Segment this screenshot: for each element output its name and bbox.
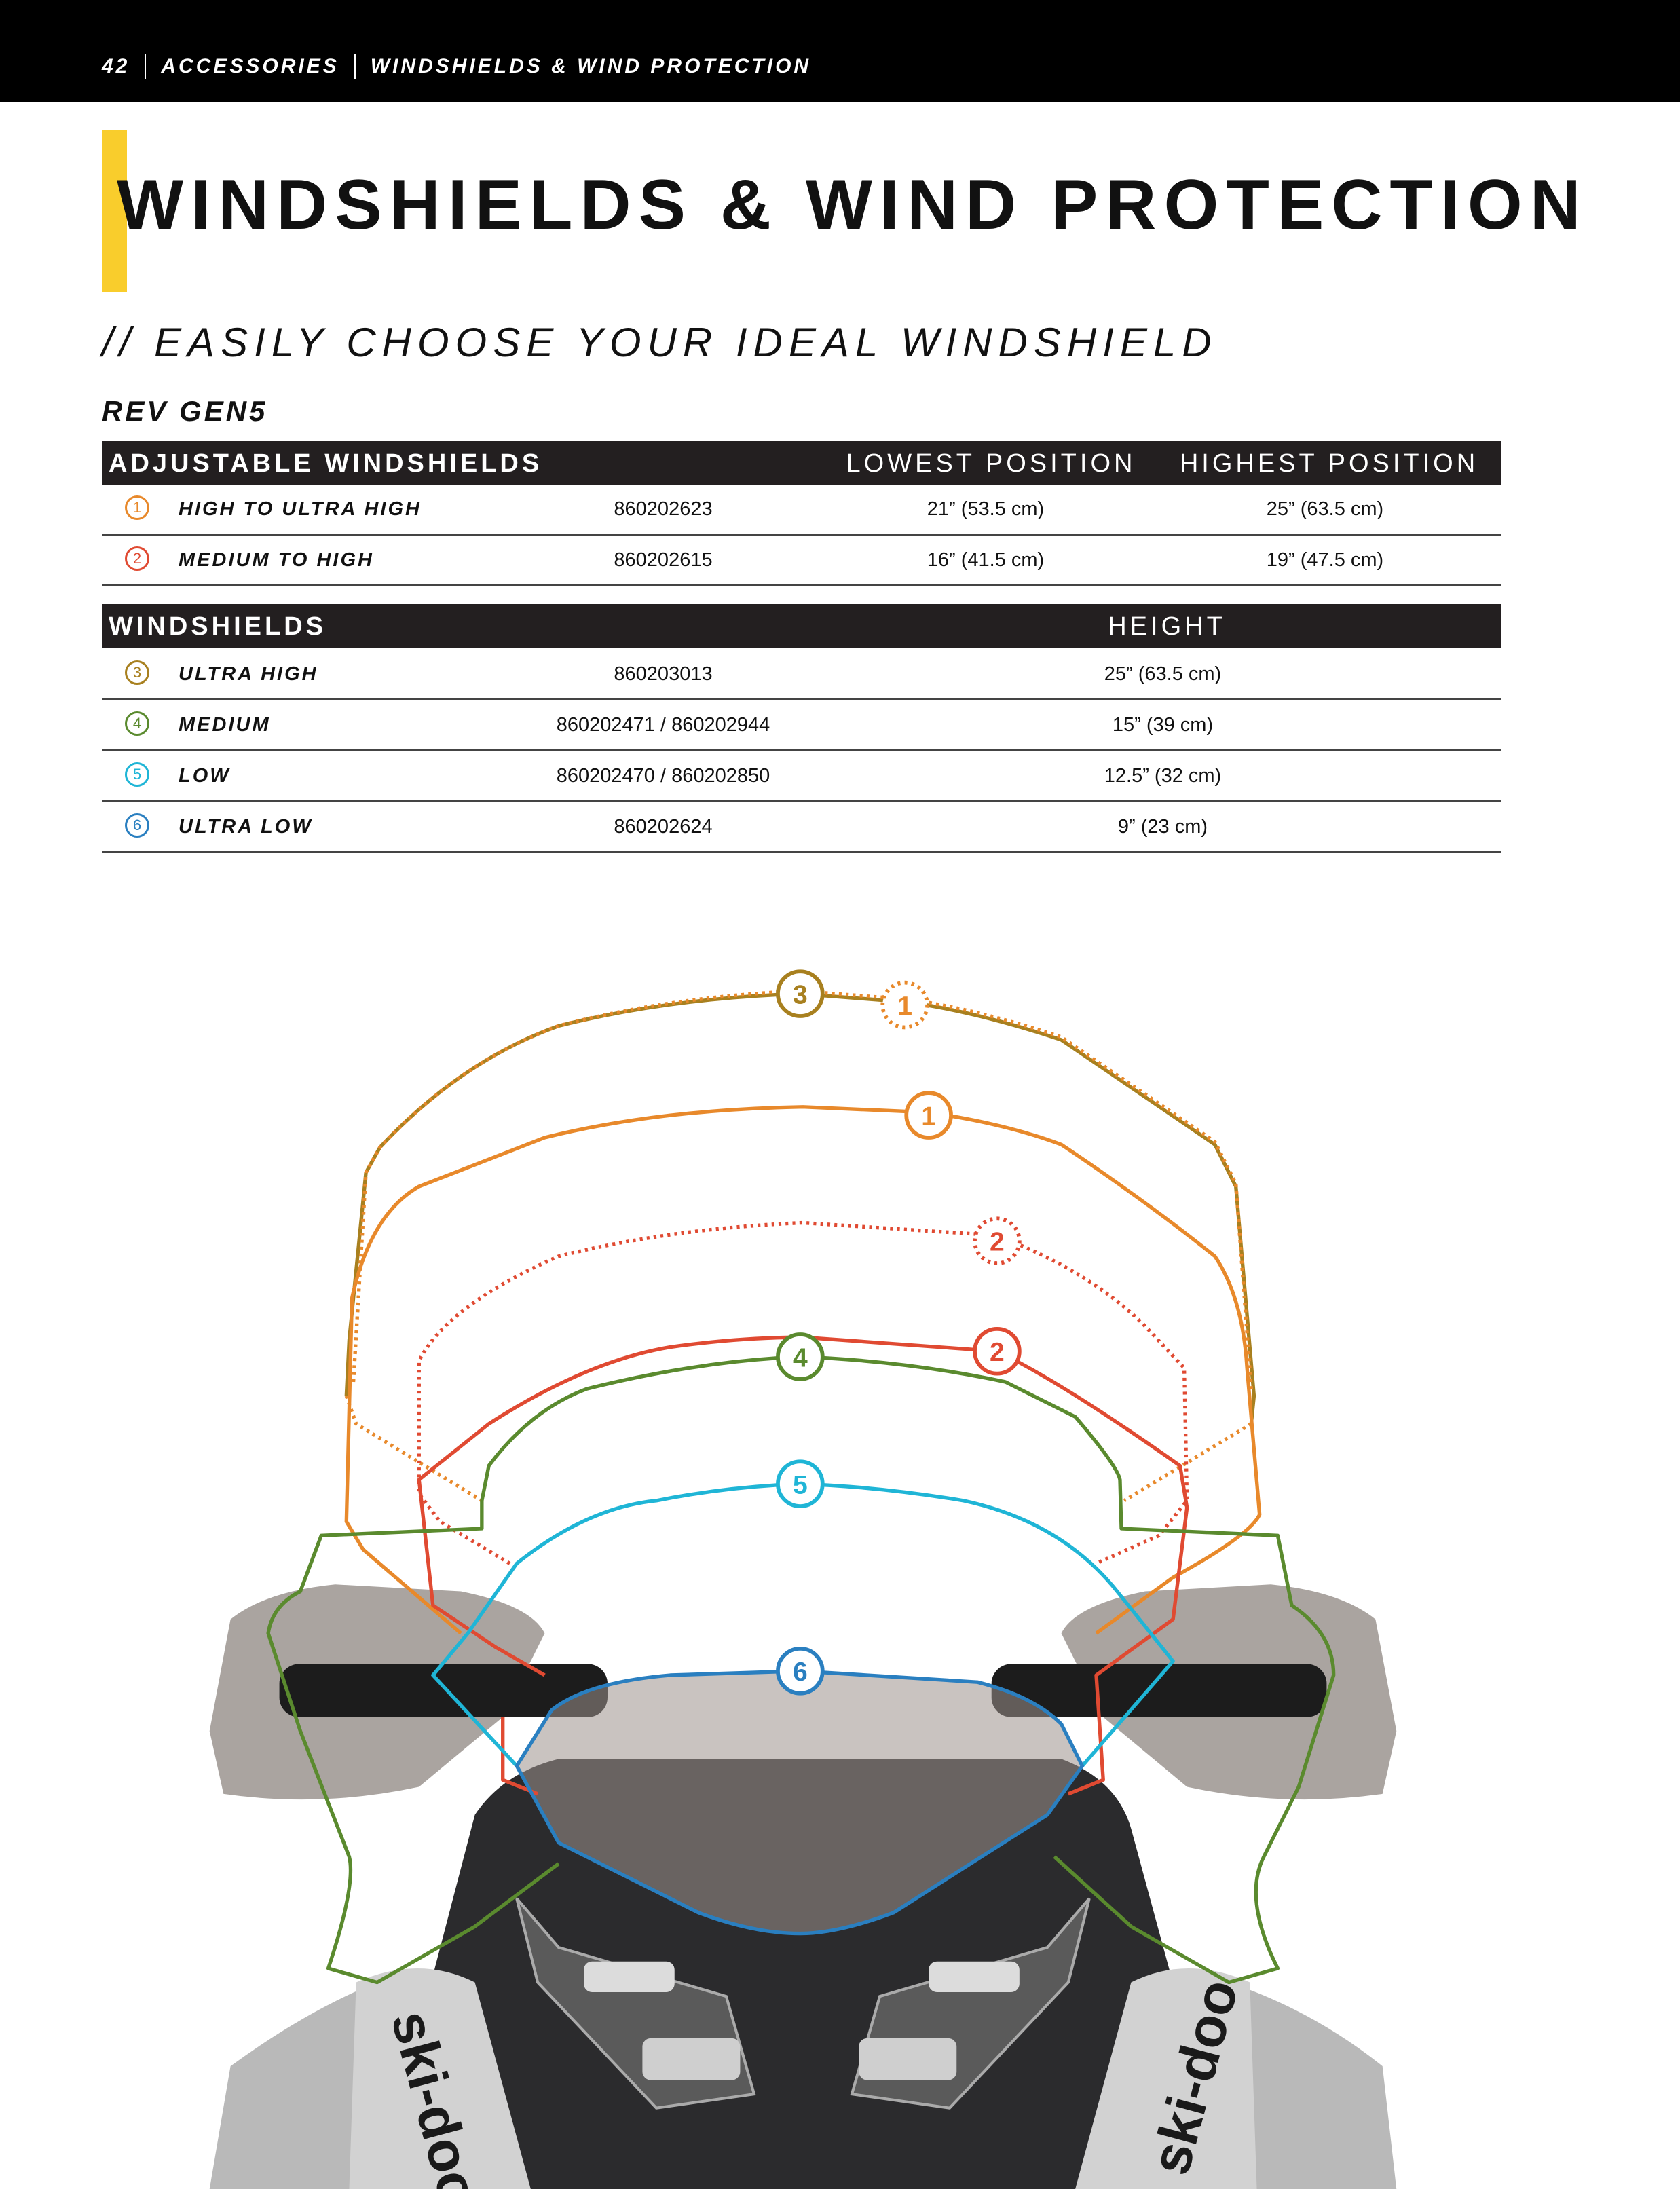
windshield-name: HIGH TO ULTRA HIGH: [179, 498, 422, 520]
marker-circle-icon: [776, 969, 825, 1018]
windshields-table-header: WINDSHIELDS HEIGHT: [102, 604, 1501, 648]
table-row: 5 LOW 860202470 / 860202850 12.5” (32 cm): [102, 750, 1501, 802]
windshield-name: MEDIUM: [179, 714, 271, 736]
table-row: 6 ULTRA LOW 860202624 9” (23 cm): [102, 801, 1501, 853]
number-badge-icon: 4: [125, 711, 149, 736]
marker-label: 3: [793, 981, 808, 1010]
marker-1-raised: 1: [880, 980, 929, 1030]
table-row: 4 MEDIUM 860202471 / 860202944 15” (39 cm): [102, 699, 1501, 751]
number-badge-icon: 3: [125, 660, 149, 685]
part-number: 860202471 / 860202944: [556, 714, 770, 736]
outline-high-to-ultra-high-raised: [351, 989, 1253, 1389]
part-number: 860203013: [614, 663, 713, 685]
model-heading: REV GEN5: [102, 395, 268, 427]
right-handlebar-grip: [991, 1664, 1327, 1717]
marker-2: 2: [973, 1326, 1022, 1376]
fog-left: [642, 2038, 741, 2080]
right-cowl: [1075, 1968, 1257, 2189]
breadcrumb: 42 ACCESSORIES WINDSHIELDS & WIND PROTEC…: [102, 54, 811, 79]
highest-position: 19” (47.5 cm): [1266, 549, 1384, 571]
height-value: 15” (39 cm): [1112, 714, 1214, 736]
adjustable-table-header: ADJUSTABLE WINDSHIELDS LOWEST POSITION H…: [102, 441, 1501, 485]
windshield-name: LOW: [179, 765, 231, 787]
highest-position: 25” (63.5 cm): [1266, 498, 1384, 520]
height-value: 25” (63.5 cm): [1104, 663, 1222, 685]
marker-circle-icon: [776, 1332, 825, 1381]
left-handlebar-grip: [279, 1664, 608, 1717]
marker-circle-icon: [904, 1091, 953, 1140]
divider: [354, 54, 356, 79]
part-number: 860202623: [614, 498, 713, 520]
table-row: 3 ULTRA HIGH 860203013 25” (63.5 cm): [102, 648, 1501, 700]
marker-circle-icon: [776, 1459, 825, 1508]
marker-label: 2: [990, 1228, 1005, 1257]
table-row: 1 HIGH TO ULTRA HIGH 860202623 21” (53.5 cm…: [102, 483, 1501, 536]
title-accent-bar: [102, 130, 127, 292]
number-badge-icon: 5: [125, 762, 149, 787]
marker-label: 1: [921, 1102, 936, 1131]
outline-ultra-low: [515, 1669, 1085, 1936]
marker-1: 1: [904, 1091, 953, 1140]
outline-ultra-high: [344, 992, 1256, 1424]
page-title: WINDSHIELDS & WIND PROTECTION: [117, 166, 1588, 244]
column-header-name: ADJUSTABLE WINDSHIELDS: [109, 449, 543, 478]
number-badge-icon: 6: [125, 813, 149, 838]
page-header-bar: 42 ACCESSORIES WINDSHIELDS & WIND PROTEC…: [0, 0, 1680, 102]
marker-label: 1: [897, 992, 912, 1021]
column-header-name: WINDSHIELDS: [109, 612, 326, 641]
windshield-name: MEDIUM TO HIGH: [179, 549, 374, 571]
column-header-highest: HIGHEST POSITION: [1179, 449, 1479, 478]
breadcrumb-subsection: WINDSHIELDS & WIND PROTECTION: [370, 55, 812, 77]
front-body: [377, 1759, 1229, 2189]
marker-circle-icon: [880, 980, 929, 1030]
height-value: 12.5” (32 cm): [1104, 765, 1222, 787]
marker-4: 4: [776, 1332, 825, 1381]
marker-5: 5: [776, 1459, 825, 1508]
page-subtitle: // EASILY CHOOSE YOUR IDEAL WINDSHIELD: [102, 320, 1218, 365]
marker-6: 6: [776, 1647, 825, 1696]
table-row: 2 MEDIUM TO HIGH 860202615 16” (41.5 cm) 19”…: [102, 534, 1501, 586]
led-right: [929, 1961, 1020, 1992]
part-number: 860202615: [614, 549, 713, 571]
breadcrumb-section: ACCESSORIES: [161, 55, 339, 77]
part-number: 860202624: [614, 816, 713, 838]
fog-right: [859, 2038, 957, 2080]
column-header-lowest: LOWEST POSITION: [846, 449, 1136, 478]
column-header-height: HEIGHT: [1108, 612, 1226, 641]
outline-medium-to-high: [417, 1335, 1189, 1796]
lowest-position: 21” (53.5 cm): [927, 498, 1045, 520]
number-badge-icon: 2: [125, 546, 149, 571]
marker-label: 2: [990, 1338, 1005, 1367]
marker-2-raised: 2: [973, 1216, 1022, 1266]
marker-label: 5: [793, 1471, 808, 1500]
marker-circle-icon: [973, 1326, 1022, 1376]
windshield-name: ULTRA LOW: [179, 816, 313, 838]
number-badge-icon: 1: [125, 495, 149, 520]
part-number: 860202470 / 860202850: [556, 765, 770, 787]
led-left: [584, 1961, 675, 1992]
marker-label: 6: [793, 1658, 808, 1687]
marker-circle-icon: [776, 1647, 825, 1696]
divider: [145, 54, 147, 79]
page-number: 42: [102, 55, 130, 77]
lowest-position: 16” (41.5 cm): [927, 549, 1045, 571]
marker-3: 3: [776, 969, 825, 1018]
windshield-name: ULTRA HIGH: [179, 663, 318, 685]
outline-high-to-ultra-high: [344, 1105, 1262, 1635]
height-value: 9” (23 cm): [1117, 816, 1208, 838]
ultra-low-windshield-glass: [517, 1670, 1083, 1934]
marker-label: 4: [793, 1343, 808, 1372]
left-cowl: [349, 1968, 531, 2189]
outline-ultra-high-lower: [344, 1395, 1252, 1503]
marker-circle-icon: [973, 1216, 1022, 1266]
